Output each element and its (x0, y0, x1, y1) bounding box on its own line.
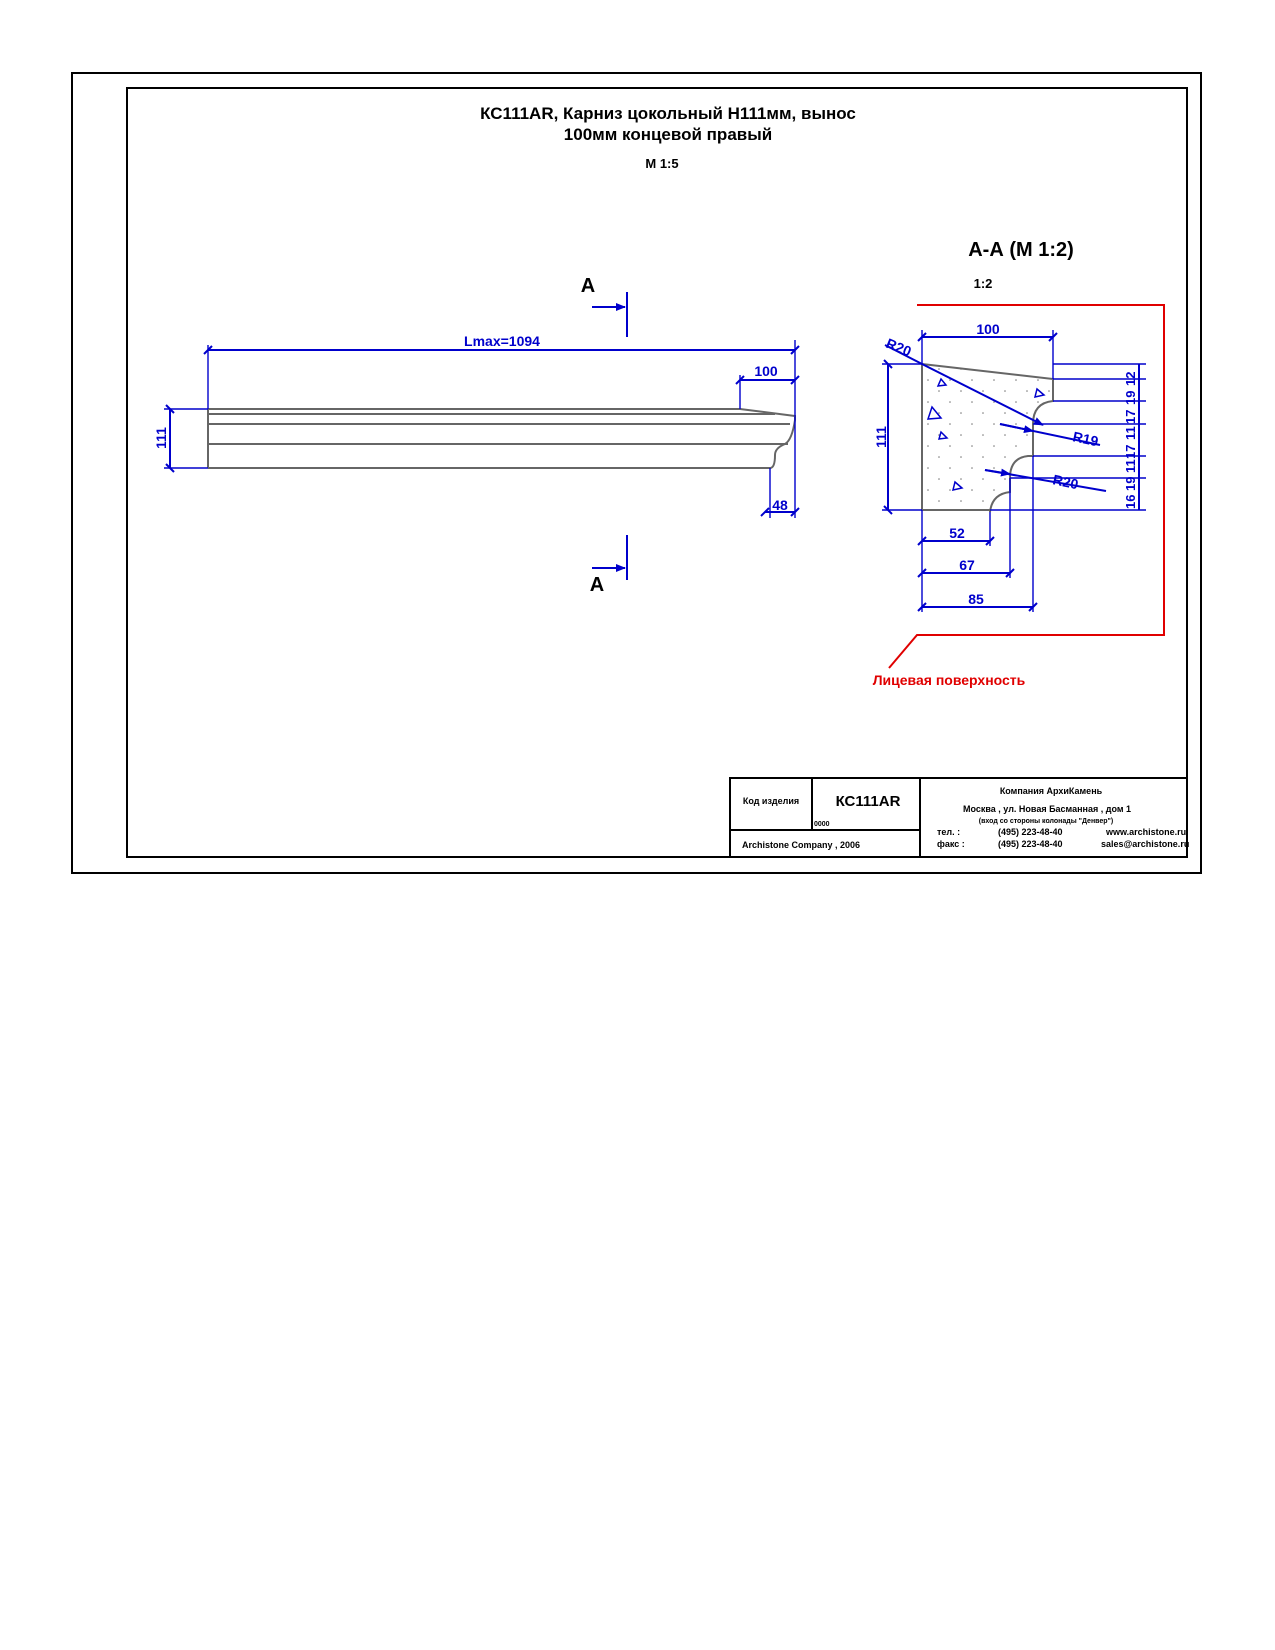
company-name: Компания АрхиКамень (1000, 786, 1103, 796)
right-dim-2: 19 (1123, 477, 1138, 491)
right-dim-3: 11 (1123, 459, 1138, 473)
dim-width-top: 100 (917, 321, 1058, 379)
right-dim-5: 11 (1123, 426, 1138, 440)
radius-mid-label: R19 (1071, 428, 1100, 449)
website[interactable]: www.archistone.ru (1105, 827, 1186, 837)
entrance-note: (вход со стороны колонады "Денвер") (979, 818, 1113, 825)
bottom-dim-52: 52 (949, 525, 965, 541)
side-view: А А Lmax=1094 111 100 (153, 275, 800, 596)
title-line-2: 100мм концевой правый (564, 125, 772, 144)
radius-top-left: R20 (884, 335, 1044, 426)
radius-top-left-label: R20 (884, 335, 914, 360)
side-profile (207, 408, 796, 469)
section-letter-bottom: А (590, 574, 604, 596)
product-code: КС111AR (836, 793, 901, 810)
email[interactable]: sales@archistone.ru (1101, 839, 1189, 849)
outer-frame (71, 72, 1202, 874)
section-title: А-А (М 1:2) (968, 239, 1074, 261)
right-dim-1: 16 (1123, 495, 1138, 509)
right-dim-4: 17 (1123, 445, 1138, 459)
section-view: А-А (М 1:2) 1:2 Лицевая поверхность 100 (873, 239, 1165, 688)
section-height-label: 111 (873, 426, 889, 448)
radius-low: R20 (984, 468, 1107, 492)
face-label: Лицевая поверхность (873, 672, 1026, 688)
fax: (495) 223-48-40 (998, 839, 1063, 849)
right-dim-6: 17 (1123, 410, 1138, 424)
dim-length: Lmax=1094 (203, 333, 800, 420)
radius-mid: R19 (999, 423, 1101, 449)
dim-overhang: 100 (735, 363, 800, 409)
right-dim-7: 19 (1123, 391, 1138, 405)
width-top-label: 100 (976, 321, 1000, 337)
section-mark-bottom: А (590, 535, 628, 596)
product-code-sub: 0000 (814, 821, 830, 828)
section-letter-top: А (581, 275, 595, 297)
phone: (495) 223-48-40 (998, 827, 1063, 837)
dim-bottom: 48 (760, 420, 800, 518)
company-address: Москва , ул. Новая Басманная , дом 1 (963, 804, 1131, 814)
title-line-1: КС111AR, Карниз цокольный Н111мм, вынос (480, 104, 856, 123)
section-profile (921, 362, 1054, 513)
face-marker: Лицевая поверхность (873, 304, 1165, 688)
radius-low-label: R20 (1051, 471, 1080, 492)
section-mark-top: А (581, 275, 628, 337)
dim-section-height: 111 (873, 359, 922, 515)
copyright: Archistone Company , 2006 (742, 840, 860, 850)
dim-height: 111 (153, 404, 208, 473)
code-label: Код изделия (743, 796, 799, 806)
height-label: 111 (153, 427, 169, 449)
fax-label: факс : (937, 839, 965, 849)
phone-label: тел. : (937, 827, 960, 837)
overhang-label: 100 (754, 363, 778, 379)
title-scale: М 1:5 (645, 156, 678, 171)
section-scale-note: 1:2 (974, 276, 993, 291)
title-block: Код изделия КС111AR 0000 Archistone Comp… (729, 777, 1189, 858)
aggregate-marks (926, 377, 1046, 491)
right-dim-8: 12 (1123, 372, 1138, 386)
inner-frame (126, 87, 1188, 858)
dim-bottom-stack: 52 67 85 (917, 456, 1038, 612)
bottom-label: 48 (772, 497, 788, 513)
bottom-dim-85: 85 (968, 591, 984, 607)
length-label: Lmax=1094 (464, 333, 540, 349)
bottom-dim-67: 67 (959, 557, 975, 573)
dim-right-stack: 16 19 11 17 11 17 19 12 (990, 363, 1146, 511)
